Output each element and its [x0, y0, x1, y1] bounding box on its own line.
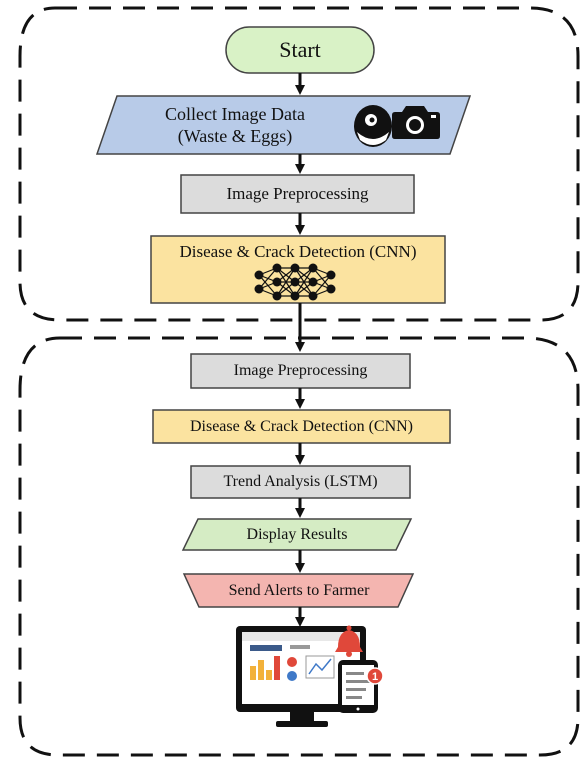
network-edge — [258, 267, 278, 290]
network-edge — [294, 267, 314, 297]
send-alerts-label: Send Alerts to Farmer — [228, 581, 370, 599]
trend-analysis-node — [190, 465, 411, 499]
neural-network-icon — [254, 263, 336, 301]
display-results-node — [181, 518, 413, 551]
detect-node-2 — [152, 409, 451, 444]
start-label: Start — [279, 37, 321, 63]
detect-label-1: Disease & Crack Detection (CNN) — [179, 242, 417, 262]
bell-icon — [335, 625, 363, 657]
display-results-label: Display Results — [246, 525, 348, 543]
bottom-group-container — [18, 336, 580, 757]
preprocess-node-2 — [190, 353, 411, 389]
camera-icon — [392, 106, 440, 139]
network-edge — [312, 274, 332, 297]
preprocess-label-1: Image Preprocessing — [226, 184, 369, 204]
send-alerts-node — [182, 573, 415, 608]
top-group-container — [18, 6, 580, 322]
notification-count: 1 — [372, 671, 378, 683]
preprocess-label-2: Image Preprocessing — [233, 362, 368, 379]
notification-badge: 1 — [366, 667, 384, 685]
trend-analysis-label: Trend Analysis (LSTM) — [223, 473, 378, 490]
detect-label-2: Disease & Crack Detection (CNN) — [189, 417, 414, 435]
collect-data-label: Collect Image Data (Waste & Eggs) — [165, 103, 305, 147]
egg-icon — [354, 105, 392, 147]
network-edge — [276, 267, 296, 297]
preprocess-node-1 — [180, 174, 415, 214]
